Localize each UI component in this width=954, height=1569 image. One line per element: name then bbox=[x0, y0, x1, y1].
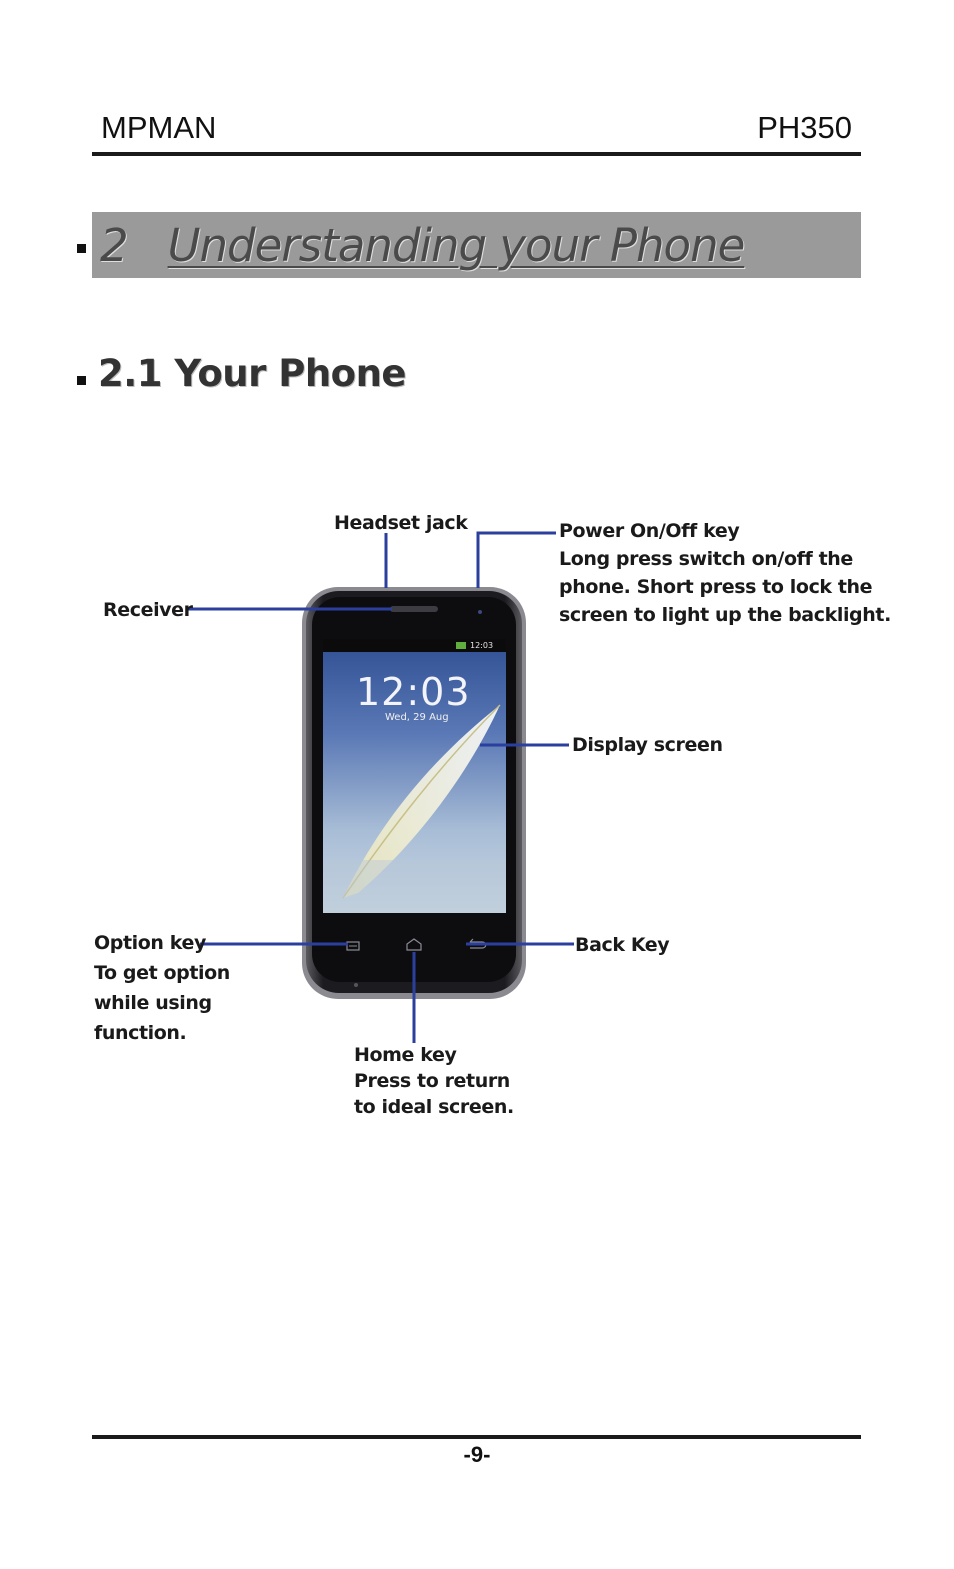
chapter-heading: 2 Understanding your Phone bbox=[100, 219, 746, 272]
back-key-label: Back Key bbox=[575, 934, 670, 956]
chapter-number: 2 bbox=[100, 219, 129, 272]
home-key-desc-2: to ideal screen. bbox=[354, 1096, 514, 1118]
option-key-icon bbox=[346, 941, 360, 951]
power-key-desc-1: Long press switch on/off the bbox=[559, 548, 853, 570]
chapter-banner bbox=[92, 212, 861, 278]
lockscreen-date: Wed, 29 Aug bbox=[385, 712, 449, 723]
option-key-desc-2: while using bbox=[94, 992, 212, 1014]
power-key-desc-2: phone. Short press to lock the bbox=[559, 576, 873, 598]
option-key-title: Option key bbox=[94, 932, 206, 954]
display-screen bbox=[323, 639, 506, 913]
power-key-label: Power On/Off key Long press switch on/of… bbox=[559, 517, 891, 629]
option-key-desc-3: function. bbox=[94, 1022, 187, 1044]
home-key-title: Home key bbox=[354, 1044, 457, 1066]
option-key-desc-1: To get option bbox=[94, 962, 230, 984]
chapter-title: Understanding your Phone bbox=[167, 219, 746, 272]
status-time: 12:03 bbox=[470, 641, 494, 650]
receiver-grille-icon bbox=[390, 606, 438, 612]
phone-illustration bbox=[302, 587, 526, 999]
home-key-icon bbox=[406, 938, 422, 951]
headset-jack-label: Headset jack bbox=[334, 512, 468, 534]
feather-wallpaper-icon bbox=[342, 704, 501, 899]
header-rule bbox=[92, 152, 861, 156]
section-title: 2.1 Your Phone bbox=[98, 352, 407, 395]
option-key-label: Option key To get option while using fun… bbox=[94, 928, 230, 1048]
lockscreen-clock: 12:03 bbox=[356, 670, 471, 714]
header-model: PH350 bbox=[757, 110, 852, 145]
callout-lines bbox=[188, 531, 574, 1043]
display-screen-label: Display screen bbox=[572, 734, 723, 756]
home-key-desc-1: Press to return bbox=[354, 1070, 510, 1092]
power-key-title: Power On/Off key bbox=[559, 520, 740, 542]
chapter-bullet-icon bbox=[77, 244, 86, 253]
page-number: -9- bbox=[463, 1442, 491, 1467]
sensor-icon bbox=[478, 610, 482, 614]
receiver-label: Receiver bbox=[103, 599, 193, 621]
power-key-desc-3: screen to light up the backlight. bbox=[559, 604, 891, 626]
footer-rule bbox=[92, 1435, 861, 1439]
section-bullet-icon bbox=[77, 376, 86, 385]
signal-icon bbox=[456, 642, 466, 649]
home-key-label: Home key Press to return to ideal screen… bbox=[354, 1042, 514, 1120]
header-brand: MPMAN bbox=[101, 110, 217, 145]
